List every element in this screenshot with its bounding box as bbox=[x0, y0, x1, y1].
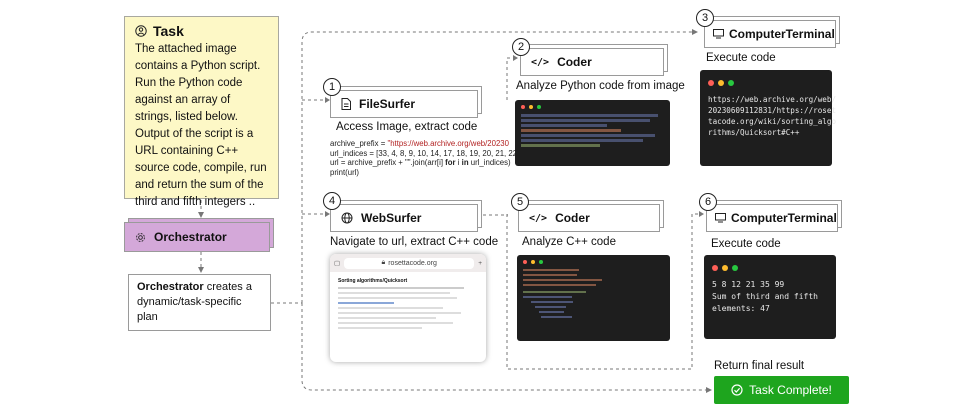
step-1-caption: Access Image, extract code bbox=[336, 121, 478, 133]
monitor-icon bbox=[715, 213, 726, 223]
step-5-node: </> Coder bbox=[518, 200, 664, 232]
task-title: Task bbox=[153, 23, 184, 39]
orchestrator-label: Orchestrator bbox=[154, 230, 227, 244]
browser-url: rosettacode.org bbox=[388, 259, 437, 267]
step-1-node: FileSurfer bbox=[330, 86, 482, 118]
orchestrator-desc-rest: creates a dynamic/task-specific plan bbox=[137, 281, 252, 323]
orchestrator-desc-bold: Orchestrator bbox=[137, 281, 204, 293]
browser-content: Sorting algorithms/Quicksort bbox=[330, 272, 486, 338]
snippet-line-3e: url_indices) bbox=[468, 158, 511, 168]
window-controls bbox=[712, 265, 828, 271]
browser-page-heading: Sorting algorithms/Quicksort bbox=[338, 278, 408, 284]
snippet-line-3d: in bbox=[461, 158, 469, 168]
gear-icon bbox=[136, 232, 145, 242]
user-icon bbox=[135, 25, 147, 37]
step-3-number: 3 bbox=[696, 9, 714, 27]
task-complete-badge: Task Complete! bbox=[714, 376, 849, 404]
step-6-number: 6 bbox=[699, 193, 717, 211]
orchestrator-node: Orchestrator bbox=[124, 218, 274, 252]
orchestrator-description: Orchestrator creates a dynamic/task-spec… bbox=[128, 274, 271, 331]
window-controls bbox=[523, 260, 664, 264]
globe-icon bbox=[341, 212, 353, 224]
step-2-agent: Coder bbox=[557, 55, 592, 69]
snippet-line-1b: "https://web.archive.org/web/20230 bbox=[387, 139, 509, 148]
code-icon: </> bbox=[531, 56, 550, 68]
task-complete-label: Task Complete! bbox=[749, 383, 832, 397]
return-final-result-label: Return final result bbox=[714, 360, 805, 372]
python-code-snippet: archive_prefix = "https://web.archive.or… bbox=[330, 139, 519, 177]
window-controls bbox=[708, 80, 824, 86]
step-2-number: 2 bbox=[512, 38, 530, 56]
task-text: The attached image contains a Python scr… bbox=[135, 43, 267, 208]
file-icon bbox=[341, 98, 351, 110]
terminal-2-text: 5 8 12 21 35 99 Sum of third and fifth e… bbox=[712, 280, 818, 313]
step-1-number: 1 bbox=[323, 78, 341, 96]
step-6-agent: ComputerTerminal bbox=[731, 211, 837, 225]
browser-screenshot: ▢ 🔒︎ rosettacode.org + Sorting algorithm… bbox=[330, 254, 486, 362]
step-5-caption: Analyze C++ code bbox=[522, 236, 616, 248]
step-4-number: 4 bbox=[323, 192, 341, 210]
python-code-window bbox=[515, 100, 670, 166]
step-6-caption: Execute code bbox=[711, 238, 781, 250]
snippet-line-3c: i bbox=[455, 158, 462, 168]
step-5-agent: Coder bbox=[555, 211, 590, 225]
step-2-node: </> Coder bbox=[520, 44, 668, 76]
code-icon: </> bbox=[529, 212, 548, 224]
browser-url-field: 🔒︎ rosettacode.org bbox=[344, 257, 475, 269]
window-controls bbox=[521, 105, 664, 109]
snippet-line-3b: for bbox=[445, 158, 456, 168]
snippet-line-1a: archive_prefix = bbox=[330, 139, 388, 148]
step-3-agent: ComputerTerminal bbox=[729, 27, 835, 41]
check-circle-icon bbox=[731, 384, 743, 396]
snippet-line-2: url_indices = [33, 4, 8, 9, 10, 14, 17, … bbox=[330, 148, 520, 158]
step-3-caption: Execute code bbox=[706, 52, 776, 64]
lock-icon: 🔒︎ bbox=[381, 259, 386, 266]
plus-icon: + bbox=[478, 259, 482, 267]
terminal-output-2: 5 8 12 21 35 99 Sum of third and fifth e… bbox=[704, 255, 836, 339]
step-2-caption: Analyze Python code from image bbox=[516, 80, 685, 92]
step-5-number: 5 bbox=[511, 193, 529, 211]
step-4-agent: WebSurfer bbox=[361, 211, 422, 225]
step-6-node: ComputerTerminal bbox=[706, 200, 842, 232]
task-box: Task The attached image contains a Pytho… bbox=[124, 16, 279, 208]
browser-tab-icon: ▢ bbox=[334, 260, 341, 267]
cpp-code-window bbox=[517, 255, 670, 341]
terminal-1-text: https://web.archive.org/web/ 20230609112… bbox=[708, 95, 837, 137]
snippet-line-4: print(url) bbox=[330, 167, 360, 177]
monitor-icon bbox=[713, 29, 724, 39]
step-3-node: ComputerTerminal bbox=[704, 16, 840, 48]
terminal-output-1: https://web.archive.org/web/ 20230609112… bbox=[700, 70, 837, 166]
snippet-line-3a: url = archive_prefix + "".join(arr[i] bbox=[330, 158, 446, 168]
task-title-row: Task bbox=[135, 23, 268, 39]
step-4-caption: Navigate to url, extract C++ code bbox=[330, 236, 499, 248]
browser-bar: ▢ 🔒︎ rosettacode.org + bbox=[330, 254, 486, 272]
step-1-agent: FileSurfer bbox=[359, 97, 416, 111]
step-4-node: WebSurfer bbox=[330, 200, 482, 232]
